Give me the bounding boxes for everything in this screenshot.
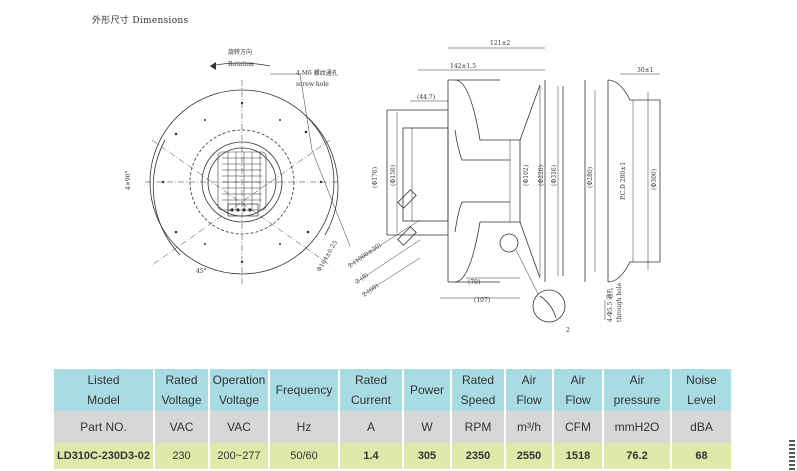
cell-part-number: LD310C-230D3-02 <box>54 443 155 469</box>
unit-operation-voltage: VAC <box>209 411 270 443</box>
cell-frequency: 50/60 <box>269 443 340 469</box>
ring-view-labels: 30±1 (Φ280) P.C.D 280±1 (Φ300) 4-Φ5.5 通孔… <box>587 67 658 322</box>
d316-label: (Φ316) <box>551 165 558 186</box>
page-edge-marker <box>789 440 795 471</box>
d150-label: (Φ150) <box>390 165 397 186</box>
screw-hole-label-en: screw hole <box>296 81 329 88</box>
table-units-row: Part NO. VAC VAC Hz A W RPM m³/h CFM mmH… <box>54 411 731 443</box>
rotation-label-en: Rotation <box>228 61 254 68</box>
d220-label: (Φ220) <box>538 165 545 186</box>
through-hole-label-cn: 4-Φ5.5 通孔 <box>606 288 614 322</box>
d102-label: (Φ102) <box>523 165 530 186</box>
rotation-label-cn: 旋转方向 <box>228 48 252 56</box>
cell-rated-current: 1.4 <box>339 443 404 469</box>
dim-70-label: (70) <box>468 279 480 286</box>
cell-air-flow-cfm: 1518 <box>553 443 604 469</box>
dim-44-7-label: (44.7) <box>417 94 435 101</box>
angle-4x90-label: 4×90° <box>125 171 132 190</box>
dim-121-label: 121±2 <box>490 40 510 47</box>
cable-3-label: 2-(60) <box>361 282 380 298</box>
cell-noise-level: 68 <box>671 443 731 469</box>
cell-air-flow-m3h: 2550 <box>505 443 554 469</box>
cell-operation-voltage: 200~277 <box>209 443 270 469</box>
unit-air-pressure: mmH2O <box>603 411 672 443</box>
table-data-row: LD310C-230D3-02 230 200~277 50/60 1.4 30… <box>54 443 731 469</box>
header-power: Power <box>403 369 452 411</box>
unit-air-flow-cfm: CFM <box>553 411 604 443</box>
dim-142-label: 142±1.5 <box>450 63 476 70</box>
unit-noise-level: dBA <box>671 411 731 443</box>
unit-rated-current: A <box>339 411 404 443</box>
unit-rated-voltage: VAC <box>154 411 210 443</box>
cable-1-label: 2-(1000±20) <box>347 242 383 270</box>
cable-2-label: 2-(8) <box>354 272 370 286</box>
side-view-labels: 121±2 142±1.5 (44.7) (Φ176) (Φ150) (Φ102… <box>347 40 570 334</box>
screw-hole-label-cn: 4-M6 螺纹通孔 <box>296 69 338 77</box>
cell-rated-voltage: 230 <box>154 443 210 469</box>
angle-45-label: 45° <box>196 268 207 275</box>
cell-power: 305 <box>403 443 452 469</box>
d300-label: (Φ300) <box>651 169 658 190</box>
unit-part-no: Part NO. <box>54 411 155 443</box>
cell-air-pressure: 76.2 <box>603 443 672 469</box>
dimension-drawing: 旋转方向 Rotation 4-M6 螺纹通孔 screw hole 4×90°… <box>125 40 661 334</box>
ring-view <box>584 73 661 320</box>
d280-label: (Φ280) <box>587 167 594 188</box>
front-view-labels: 旋转方向 Rotation 4-M6 螺纹通孔 screw hole 4×90°… <box>125 48 339 275</box>
d176-label: (Φ176) <box>372 167 379 188</box>
unit-power: W <box>403 411 452 443</box>
unit-air-flow-m3h: m³/h <box>505 411 554 443</box>
dim-2-label: 2 <box>566 327 570 334</box>
unit-rated-speed: RPM <box>451 411 506 443</box>
dimensions-heading: 外形尺寸 Dimensions <box>92 16 189 26</box>
header-frequency: Frequency <box>269 369 340 411</box>
pcd-label: P.C.D 280±1 <box>620 162 627 200</box>
dim-30-label: 30±1 <box>637 67 653 74</box>
side-view <box>347 47 566 323</box>
through-hole-label-en: through hole <box>616 282 623 322</box>
cell-rated-speed: 2350 <box>451 443 506 469</box>
d164-label: Φ164±0.25 <box>316 239 340 273</box>
front-view <box>145 62 351 285</box>
dim-107-label: (107) <box>474 297 490 304</box>
unit-frequency: Hz <box>269 411 340 443</box>
